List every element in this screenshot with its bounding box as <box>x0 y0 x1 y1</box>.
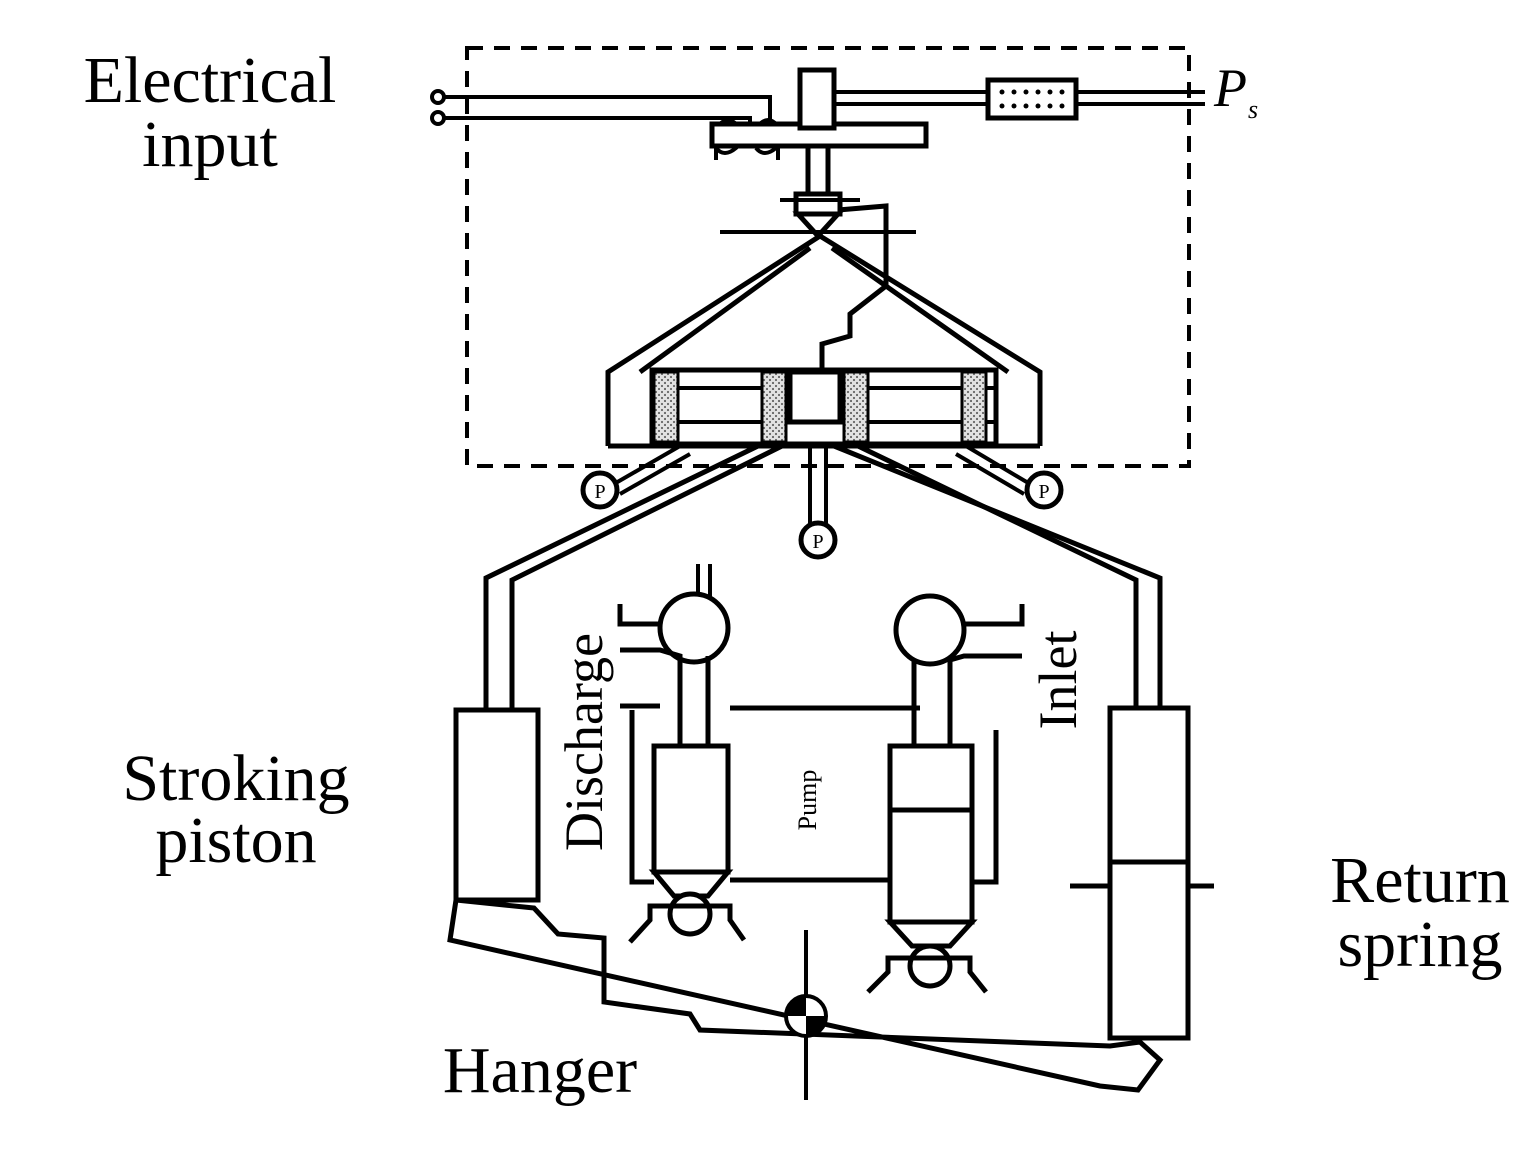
hanger-pivot <box>784 994 828 1038</box>
svg-text:Stroking: Stroking <box>122 742 349 815</box>
terminal-upper <box>430 89 446 105</box>
inlet-piston <box>866 593 1025 994</box>
discharge-label: Discharge <box>554 633 614 851</box>
pressure-port-left: P <box>580 470 620 510</box>
svg-text:s: s <box>1248 95 1258 124</box>
supply-pressure-label: P s <box>1213 58 1258 124</box>
spool-land-1 <box>652 370 680 444</box>
pump-label: Pump <box>793 770 822 831</box>
pressure-ports: P P P <box>580 444 1064 560</box>
stroking-piston <box>453 707 541 903</box>
svg-text:P: P <box>812 531 823 553</box>
hanger <box>447 897 1164 1100</box>
spool-valve <box>649 367 999 447</box>
svg-text:P: P <box>594 481 605 503</box>
svg-text:Electrical: Electrical <box>84 44 337 117</box>
return-spring-label: Return spring <box>1330 844 1510 981</box>
pressure-port-center: P <box>798 520 838 560</box>
flapper <box>805 143 831 197</box>
inlet-slipper <box>907 943 953 989</box>
feedback-spring <box>819 203 889 398</box>
nozzle-tip <box>792 211 844 240</box>
inlet-piston-cylinder <box>887 743 975 925</box>
pressure-port-right: P <box>1024 470 1064 510</box>
svg-text:input: input <box>142 108 278 181</box>
servo-valve-assembly <box>430 46 1205 468</box>
hanger-plate <box>447 897 1164 1093</box>
svg-text:P: P <box>1213 58 1247 118</box>
svg-text:piston: piston <box>155 804 316 877</box>
filter-dots <box>999 89 1065 109</box>
stroking-piston-cylinder <box>453 707 541 903</box>
supply-filter <box>985 77 1079 121</box>
return-spring-cylinder <box>1107 705 1191 1041</box>
armature-post <box>797 67 837 131</box>
svg-text:P: P <box>1038 481 1049 503</box>
electrical-input-label: Electrical input <box>84 44 337 181</box>
nozzle-housing <box>793 191 843 217</box>
svg-text:Return: Return <box>1330 844 1510 917</box>
inlet-label: Inlet <box>1028 631 1088 730</box>
discharge-slipper <box>667 891 713 937</box>
return-spring-actuator <box>1070 705 1214 1041</box>
spool-land-3 <box>842 370 870 444</box>
spool-land-2 <box>760 370 788 444</box>
terminal-lower <box>430 110 446 126</box>
stroking-piston-label: Stroking piston <box>122 742 349 877</box>
discharge-piston <box>617 564 747 944</box>
discharge-piston-cylinder <box>651 743 731 875</box>
spool-land-4 <box>960 370 988 444</box>
inlet-check-ball <box>893 593 967 667</box>
hanger-label: Hanger <box>443 1034 637 1107</box>
pump-assembly <box>617 564 1025 994</box>
svg-text:spring: spring <box>1338 908 1503 981</box>
control-lines <box>483 443 1163 710</box>
discharge-check-ball <box>657 591 731 665</box>
